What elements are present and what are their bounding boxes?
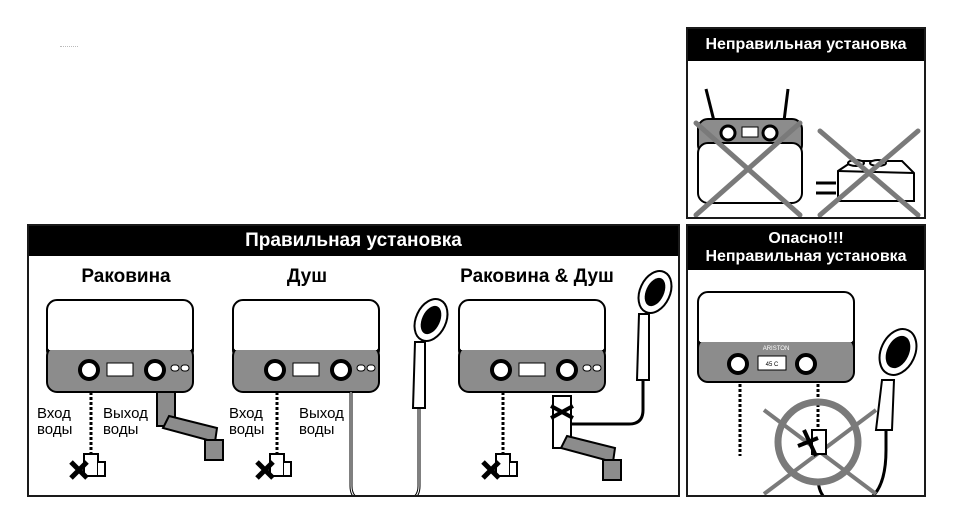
heater-danger: 45 C ARISTON <box>697 291 855 383</box>
outlet-label-2: Выход воды <box>299 406 344 438</box>
inlet-label-2: Вход воды <box>229 406 264 438</box>
horizontal-heater <box>816 159 915 202</box>
shower-hose-2 <box>349 392 421 495</box>
heater-sink <box>45 298 195 394</box>
section-title-sink: Раковина <box>81 266 171 287</box>
inlet-label-1-line1: Вход <box>37 405 71 422</box>
outlet-label-1-line1: Выход <box>103 405 148 422</box>
mixer-faucet-3 <box>550 395 622 481</box>
inlet-valve-2 <box>257 454 291 478</box>
sink-faucet-1 <box>156 391 224 461</box>
inlet-label-1-line2: воды <box>37 421 73 438</box>
danger-display: 45 C <box>766 362 779 368</box>
outlet-label-1: Выход воды <box>103 406 148 438</box>
inlet-valve-1 <box>71 454 105 478</box>
shower-hose-3 <box>571 366 645 426</box>
correct-install-panel: Правильная установка Раковина Душ Ракови… <box>27 224 680 497</box>
danger-shower-head <box>874 328 918 431</box>
outlet-label-1-line2: воды <box>103 421 139 438</box>
inlet-label-1: Вход воды <box>37 406 72 438</box>
danger-header-line2: Неправильная установка <box>705 248 907 265</box>
section-title-sink-shower: Раковина & Душ <box>460 266 614 287</box>
correct-install-header: Правильная установка <box>29 226 678 256</box>
wrong-install-panel: Неправильная установка <box>686 27 926 219</box>
cross-mark-2 <box>817 128 921 217</box>
danger-brand: ARISTON <box>763 346 790 352</box>
danger-valve <box>797 429 827 457</box>
wrong-install-illustration <box>693 88 921 217</box>
inlet-label-2-line2: воды <box>229 421 265 438</box>
heater-shower <box>231 298 381 394</box>
danger-illustration: 45 C ARISTON <box>697 291 918 495</box>
danger-panel: Опасно!!! Неправильная установка 45 C AR… <box>686 224 926 497</box>
danger-pipes <box>738 384 888 495</box>
outlet-label-2-line2: воды <box>299 421 335 438</box>
section-title-shower: Душ <box>286 266 328 287</box>
heater-sink-shower <box>457 298 607 394</box>
upside-down-heater <box>697 88 803 204</box>
wrong-install-header: Неправильная установка <box>688 29 924 61</box>
inlet-label-2-line1: Вход <box>229 405 263 422</box>
danger-header: Опасно!!! Неправильная установка <box>688 226 924 270</box>
scan-mark <box>60 46 78 49</box>
outlet-label-2-line1: Выход <box>299 405 344 422</box>
danger-header-line1: Опасно!!! <box>768 230 844 247</box>
correct-install-illustration <box>45 264 678 495</box>
inlet-valve-3 <box>483 454 517 478</box>
shower-head-3 <box>631 264 678 381</box>
cross-mark-1 <box>693 120 803 217</box>
shower-head-2 <box>407 292 455 409</box>
